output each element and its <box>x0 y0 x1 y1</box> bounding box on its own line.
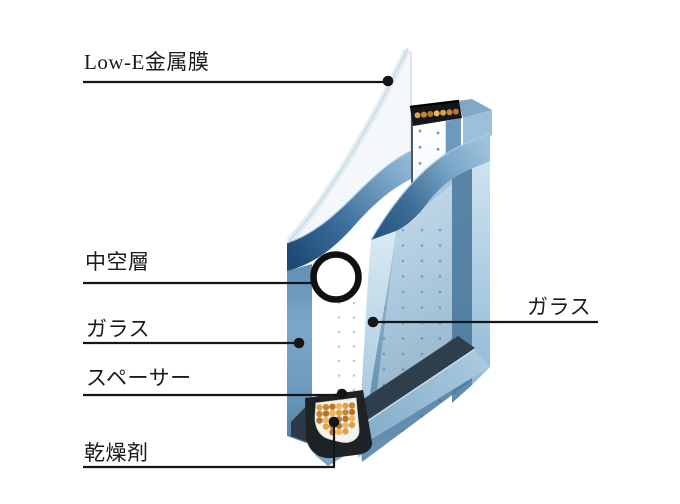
leader-dot-desiccant <box>328 416 340 428</box>
label-glass-left: ガラス <box>86 317 151 341</box>
label-desiccant: 乾燥剤 <box>84 441 149 465</box>
label-spacer: スペーサー <box>86 366 192 390</box>
label-low-e-film: Low-E金属膜 <box>84 50 210 74</box>
leader-dot-glass-left <box>293 337 305 349</box>
label-hollow-layer: 中空層 <box>85 250 150 274</box>
label-glass-right: ガラス <box>527 295 592 319</box>
leader-dot-spacer <box>336 388 348 400</box>
hollow-layer-circle <box>310 251 362 303</box>
leader-dot-glass-right <box>367 316 379 328</box>
rear-pane-wave-cut <box>370 132 491 241</box>
annotations <box>83 75 598 469</box>
top-spacer-cap <box>409 99 462 126</box>
spacer-perforations <box>337 301 356 392</box>
low-e-film-layer <box>286 47 412 244</box>
leader-dot-low-e <box>382 75 394 87</box>
